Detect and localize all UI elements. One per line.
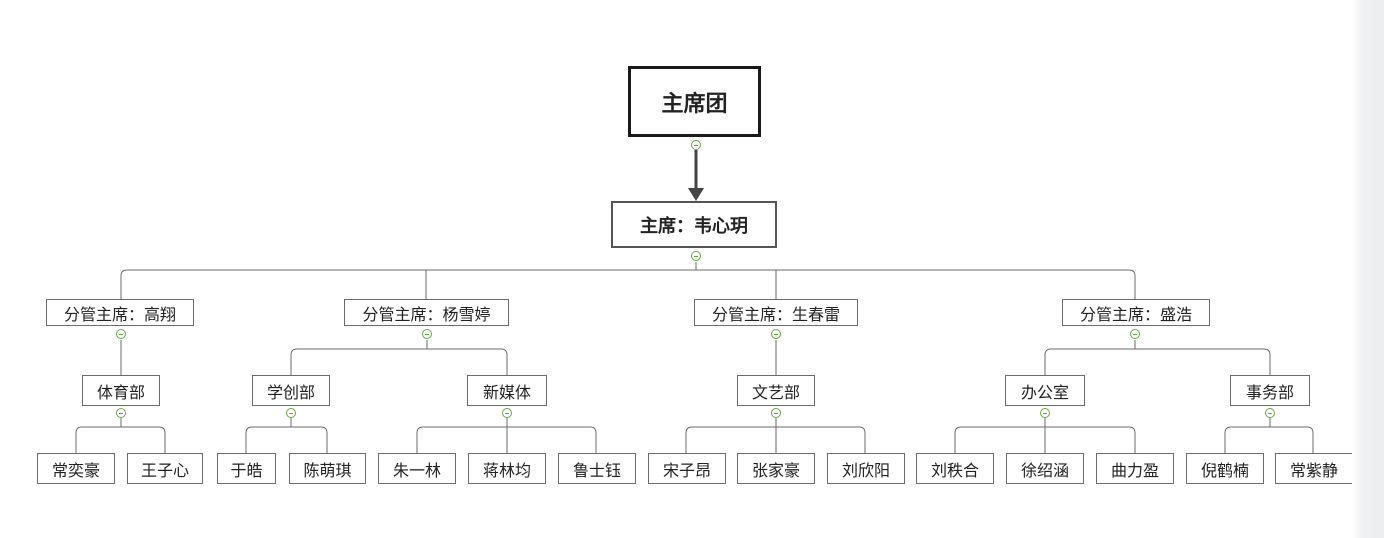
department-label: 文艺部 <box>751 382 800 402</box>
department-node[interactable]: 文艺部 <box>737 375 815 406</box>
root-label: 主席团 <box>661 91 728 117</box>
vice-chair-collapse-icon[interactable] <box>422 329 432 339</box>
vice-chair-node[interactable]: 分管主席：高翔 <box>46 299 194 326</box>
root-collapse-icon[interactable] <box>691 140 701 150</box>
d2-bus <box>245 426 328 453</box>
member-node[interactable]: 常奕豪 <box>37 453 115 484</box>
member-label: 常紫静 <box>1289 460 1338 480</box>
d4-bus <box>685 426 866 453</box>
member-node[interactable]: 陈萌琪 <box>289 453 366 484</box>
member-label: 刘欣阳 <box>841 460 890 480</box>
member-node[interactable]: 王子心 <box>127 453 203 484</box>
member-node[interactable]: 徐绍涵 <box>1006 453 1084 484</box>
member-node[interactable]: 曲力盈 <box>1096 453 1174 484</box>
chair-collapse-icon[interactable] <box>691 251 701 261</box>
vice-chair-label: 分管主席：高翔 <box>63 304 176 324</box>
vice-chair-label: 分管主席：生春雷 <box>711 304 840 324</box>
department-label: 体育部 <box>96 382 145 402</box>
member-label: 曲力盈 <box>1110 460 1159 480</box>
root-node[interactable]: 主席团 <box>628 66 761 137</box>
department-node[interactable]: 体育部 <box>82 375 160 406</box>
vice-chair-collapse-icon[interactable] <box>1130 329 1140 339</box>
member-label: 常奕豪 <box>51 460 100 480</box>
vc2-bus <box>290 348 508 375</box>
member-label: 倪鹤楠 <box>1200 460 1249 480</box>
member-node[interactable]: 刘欣阳 <box>827 453 905 484</box>
vice-chair-collapse-icon[interactable] <box>116 329 126 339</box>
diagram-canvas: 主席团 主席：韦心玥 分管主席：高翔 分管主席：杨雪婷 分管主席：生春雷 分管主… <box>37 66 1353 484</box>
vice-chair-node[interactable]: 分管主席：杨雪婷 <box>344 299 509 326</box>
department-collapse-icon[interactable] <box>771 408 781 418</box>
department-label: 学创部 <box>266 382 315 402</box>
member-label: 王子心 <box>140 460 189 480</box>
d6-bus <box>1224 426 1314 453</box>
member-label: 徐绍涵 <box>1020 460 1069 480</box>
department-collapse-icon[interactable] <box>286 408 296 418</box>
member-label: 陈萌琪 <box>303 460 352 480</box>
member-label: 蒋林均 <box>482 460 531 480</box>
member-label: 朱一林 <box>392 460 441 480</box>
vice-chair-drops <box>425 270 777 299</box>
member-node[interactable]: 倪鹤楠 <box>1186 453 1264 484</box>
department-collapse-icon[interactable] <box>116 408 126 418</box>
vice-chair-bus <box>120 269 1136 299</box>
member-label: 张家豪 <box>751 460 800 480</box>
chair-node[interactable]: 主席：韦心玥 <box>611 201 777 248</box>
vc4-bus <box>1044 348 1271 375</box>
d3-bus <box>416 426 597 453</box>
department-node[interactable]: 新媒体 <box>467 375 547 406</box>
department-node[interactable]: 办公室 <box>1005 375 1085 406</box>
department-collapse-icon[interactable] <box>1040 408 1050 418</box>
vice-chair-node[interactable]: 分管主席：生春雷 <box>694 299 858 326</box>
member-label: 刘秩合 <box>930 460 979 480</box>
vice-chair-node[interactable]: 分管主席：盛浩 <box>1062 299 1210 326</box>
d5-bus <box>954 426 1136 453</box>
member-label: 宋子昂 <box>662 460 711 480</box>
department-label: 事务部 <box>1245 382 1294 402</box>
department-collapse-icon[interactable] <box>502 408 512 418</box>
vice-chair-label: 分管主席：盛浩 <box>1079 304 1192 324</box>
vice-chair-label: 分管主席：杨雪婷 <box>362 304 491 324</box>
member-node[interactable]: 宋子昂 <box>648 453 726 484</box>
vice-chair-collapse-icon[interactable] <box>771 329 781 339</box>
root-arrow-head <box>688 188 704 201</box>
member-label: 鲁士钰 <box>572 460 621 480</box>
member-node[interactable]: 鲁士钰 <box>558 453 636 484</box>
member-node[interactable]: 刘秩合 <box>916 453 994 484</box>
department-collapse-icon[interactable] <box>1265 408 1275 418</box>
member-node[interactable]: 蒋林均 <box>468 453 546 484</box>
member-node[interactable]: 张家豪 <box>737 453 815 484</box>
member-label: 于皓 <box>230 460 263 480</box>
member-node[interactable]: 朱一林 <box>378 453 456 484</box>
department-node[interactable]: 事务部 <box>1230 375 1310 406</box>
department-label: 办公室 <box>1020 382 1069 402</box>
department-label: 新媒体 <box>482 382 531 402</box>
connector-lines <box>75 150 1314 453</box>
side-panel-edge <box>1352 0 1384 538</box>
chair-label: 主席：韦心玥 <box>640 215 748 237</box>
member-node[interactable]: 于皓 <box>217 453 276 484</box>
member-node[interactable]: 常紫静 <box>1275 453 1353 484</box>
department-node[interactable]: 学创部 <box>252 375 330 406</box>
d1-bus <box>75 426 166 453</box>
